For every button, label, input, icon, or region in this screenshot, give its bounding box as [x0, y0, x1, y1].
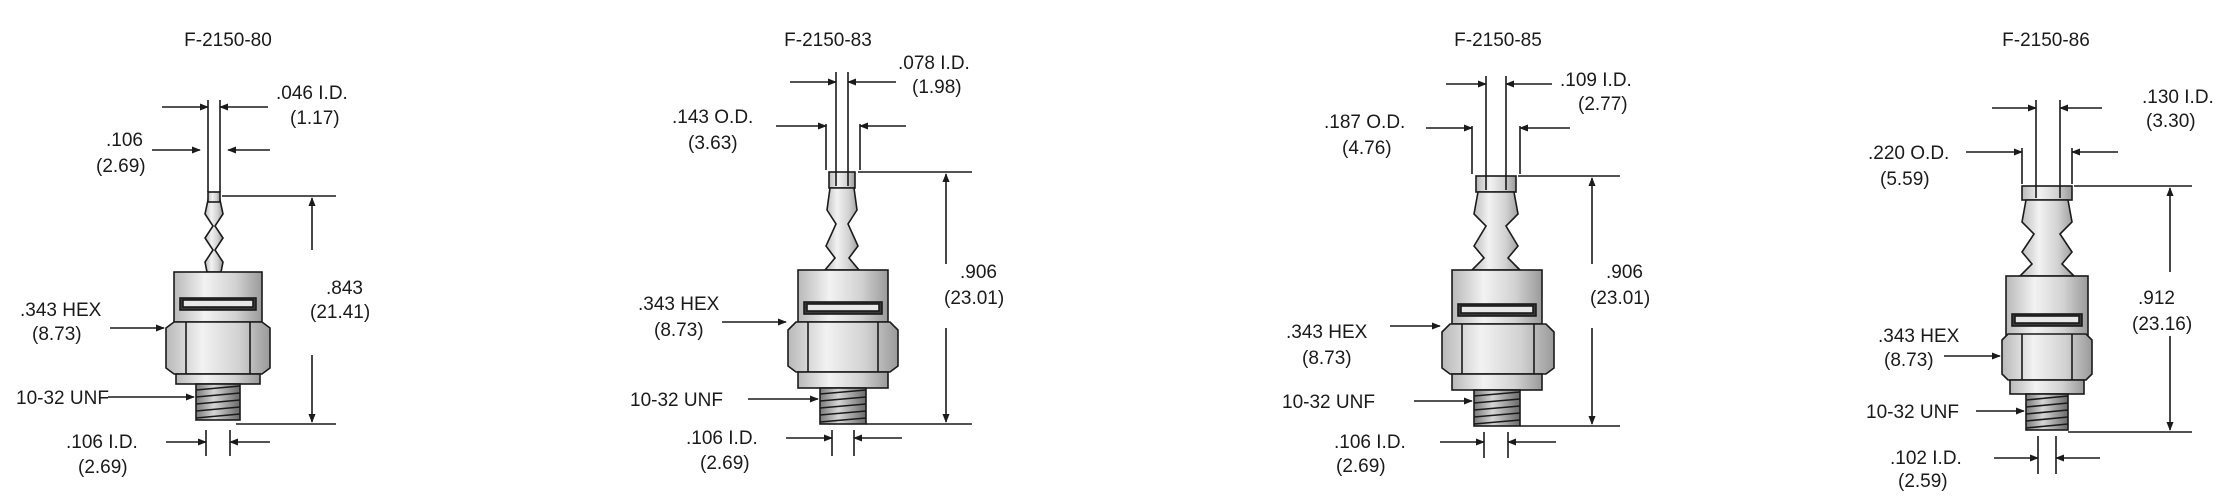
fitting-1: F-2150-80	[16, 30, 370, 478]
hex-label: .343 HEX	[1878, 326, 1960, 347]
barb-od-mm-label: (3.63)	[688, 133, 738, 154]
hex-label: .343 HEX	[20, 300, 102, 321]
base-id-label: .106 I.D.	[686, 428, 758, 449]
dimension-lines	[722, 72, 972, 456]
base-id-label: .106 I.D.	[66, 432, 138, 453]
height-label: .912	[2138, 288, 2175, 309]
height-label: .906	[1606, 262, 1643, 283]
height-mm-label: (23.01)	[1590, 288, 1650, 309]
tube-id-label: .130 I.D.	[2142, 87, 2214, 108]
base-id-mm-label: (2.69)	[78, 457, 128, 478]
height-mm-label: (23.01)	[944, 288, 1004, 309]
height-label: .906	[960, 262, 997, 283]
barb-od-label: .106	[106, 130, 143, 151]
thread-label: 10-32 UNF	[630, 390, 723, 411]
fitting-3: F-2150-85	[1282, 30, 1650, 477]
fitting-2: F-2150-83	[630, 30, 1004, 474]
fitting-illustration	[2001, 185, 2093, 431]
base-id-label: .102 I.D.	[1890, 448, 1962, 469]
barb-od-label: .143 O.D.	[672, 107, 753, 128]
tube-id-mm-label: (3.30)	[2146, 111, 2196, 132]
base-id-mm-label: (2.69)	[1336, 456, 1386, 477]
hex-mm-label: (8.73)	[654, 320, 704, 341]
tube-id-label: .078 I.D.	[898, 53, 970, 74]
fitting-title: F-2150-86	[2002, 30, 2090, 51]
dimension-lines	[1944, 100, 2192, 474]
barb-od-mm-label: (5.59)	[1880, 169, 1930, 190]
barb-od-mm-label: (4.76)	[1342, 138, 1392, 159]
barb-od-label: .220 O.D.	[1868, 143, 1949, 164]
dimension-lines	[108, 100, 336, 456]
fitting-title: F-2150-80	[184, 30, 272, 51]
height-mm-label: (21.41)	[310, 302, 370, 323]
hex-mm-label: (8.73)	[32, 324, 82, 345]
dimension-lines	[1390, 76, 1620, 458]
base-id-label: .106 I.D.	[1334, 432, 1406, 453]
fitting-illustration	[787, 171, 899, 425]
tube-id-label: .046 I.D.	[276, 83, 348, 104]
hex-label: .343 HEX	[1286, 322, 1368, 343]
tube-id-label: .109 I.D.	[1560, 70, 1632, 91]
height-label: .843	[326, 278, 363, 299]
thread-label: 10-32 UNF	[16, 388, 109, 409]
base-id-mm-label: (2.59)	[1898, 471, 1948, 492]
thread-label: 10-32 UNF	[1282, 392, 1375, 413]
thread-label: 10-32 UNF	[1866, 402, 1959, 423]
fitting-4: F-2150-86	[1866, 30, 2214, 492]
barb-od-mm-label: (2.69)	[96, 156, 146, 177]
fitting-title: F-2150-83	[784, 30, 872, 51]
barb-od-label: .187 O.D.	[1324, 112, 1405, 133]
fitting-title: F-2150-85	[1454, 30, 1542, 51]
hex-mm-label: (8.73)	[1302, 348, 1352, 369]
tube-id-mm-label: (1.17)	[290, 108, 340, 129]
tube-id-mm-label: (1.98)	[912, 77, 962, 98]
fitting-illustration	[165, 191, 271, 421]
hex-mm-label: (8.73)	[1884, 350, 1934, 371]
height-mm-label: (23.16)	[2132, 314, 2192, 335]
base-id-mm-label: (2.69)	[700, 453, 750, 474]
hex-label: .343 HEX	[638, 294, 720, 315]
fitting-illustration	[1441, 175, 1555, 427]
tube-id-mm-label: (2.77)	[1578, 94, 1628, 115]
